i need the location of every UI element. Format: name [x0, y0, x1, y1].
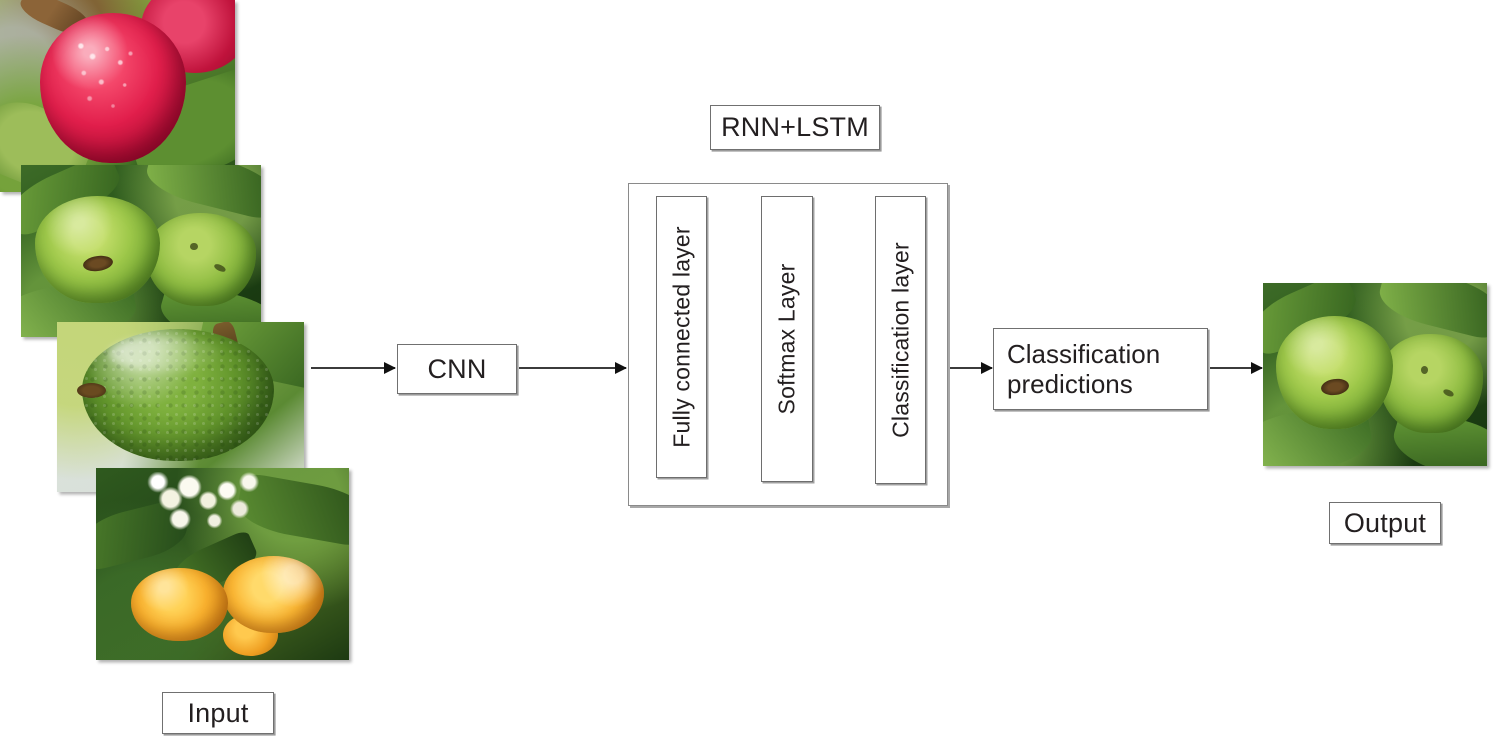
- blemish-spot: [213, 262, 227, 274]
- red-apple-photo: Red apple with water droplets on a branc…: [0, 0, 235, 192]
- cnn-box: CNN: [397, 344, 517, 394]
- orange-citrus-photo: Orange citrus fruits with white blossoms: [96, 468, 349, 660]
- arrow-input-to-cnn: [311, 361, 396, 374]
- softmax-layer-box: Softmax Layer: [761, 196, 813, 482]
- arrow-cnn-to-rnn: [519, 361, 627, 374]
- citrus-blossoms: [136, 471, 294, 557]
- fully-connected-layer-label: Fully connected layer: [668, 226, 694, 448]
- classification-predictions-box: Classification predictions: [993, 328, 1208, 410]
- orange-fruit-right: [222, 556, 324, 634]
- input-label-text: Input: [187, 697, 249, 728]
- output-label-box: Output: [1329, 502, 1441, 544]
- green-apple-left: [35, 195, 161, 303]
- classification-layer-box: Classification layer: [875, 196, 926, 484]
- classification-predictions-line2: predictions: [1007, 369, 1133, 399]
- green-apple-left: [1276, 315, 1393, 430]
- water-droplets: [39, 13, 186, 164]
- red-apple: [39, 13, 186, 164]
- rnn-lstm-label-text: RNN+LSTM: [721, 112, 869, 142]
- rnn-lstm-label-box: RNN+LSTM: [710, 105, 880, 150]
- green-apple-right: [1379, 334, 1483, 434]
- blemish-spot: [189, 242, 198, 251]
- apple-calyx: [81, 253, 114, 273]
- blemish-spot: [1442, 387, 1456, 398]
- orange-fruit-left: [131, 567, 228, 641]
- cnn-label-text: CNN: [427, 353, 487, 384]
- green-citrus-photo: Large green citrus fruit close up: [57, 322, 304, 492]
- green-citrus-fruit: [81, 328, 275, 462]
- blemish-spot: [1420, 365, 1428, 374]
- classification-predictions-text: Classification predictions: [1007, 339, 1160, 399]
- highlight-sheen: [108, 336, 221, 372]
- input-label-box: Input: [162, 692, 274, 734]
- green-apple-right: [145, 213, 257, 307]
- output-label-text: Output: [1343, 507, 1427, 538]
- classification-predictions-line1: Classification: [1007, 338, 1161, 369]
- arrow-rnn-to-classification: [950, 361, 993, 374]
- green-apples-output-photo: Two green apples among leaves: [1263, 283, 1487, 466]
- arrow-classification-to-output: [1210, 361, 1263, 374]
- classification-layer-label: Classification layer: [887, 242, 913, 438]
- apple-calyx: [1319, 377, 1350, 398]
- fully-connected-layer-box: Fully connected layer: [656, 196, 707, 478]
- green-apples-photo: Two green apples among leaves: [21, 165, 261, 337]
- softmax-layer-label: Softmax Layer: [773, 263, 800, 415]
- fruit-nub: [76, 383, 107, 399]
- rnn-lstm-container: Fully connected layer Softmax Layer Clas…: [628, 183, 948, 506]
